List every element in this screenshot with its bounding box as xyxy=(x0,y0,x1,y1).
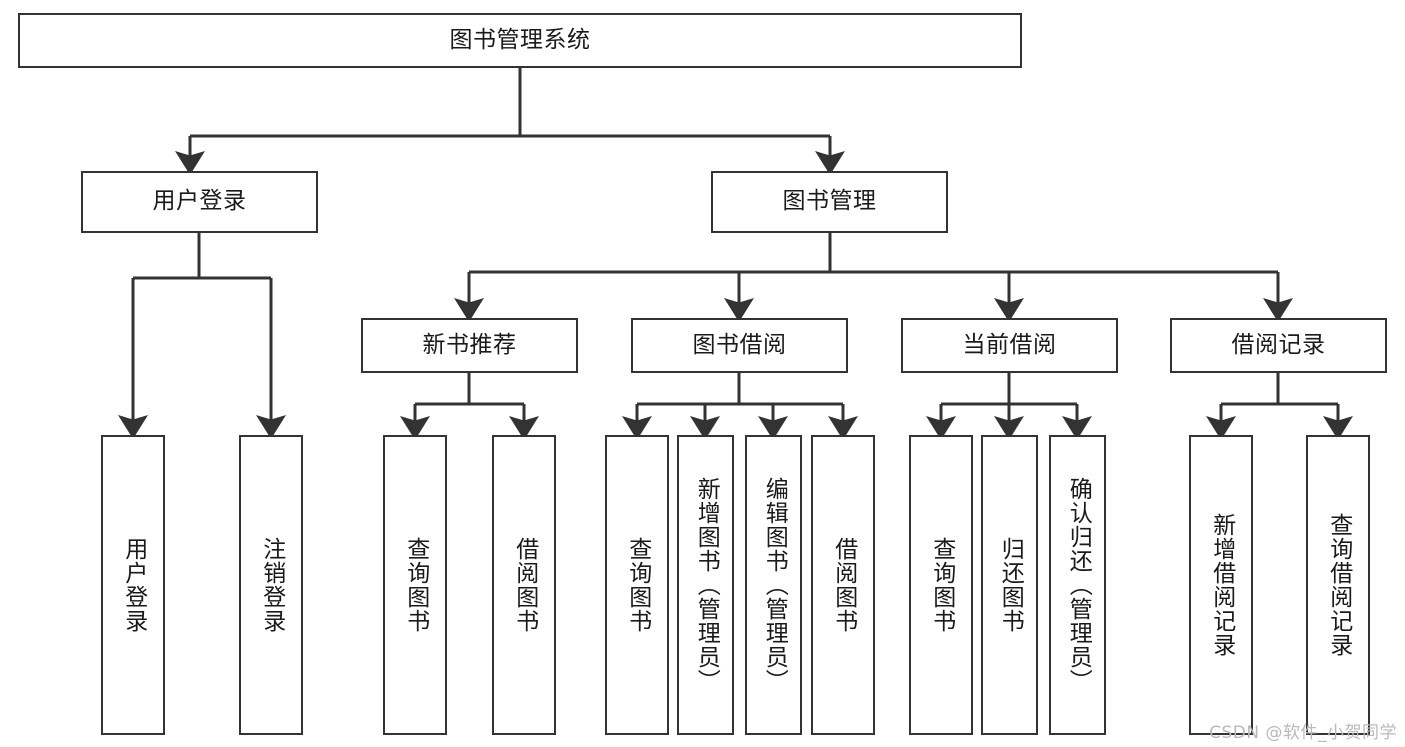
node-new-book-recommend[interactable]: 新书推荐 xyxy=(361,318,578,373)
node-label: 注销登录 xyxy=(258,537,285,633)
node-label: 新书推荐 xyxy=(422,331,517,358)
node-label: 确认归还（管理员） xyxy=(1065,477,1092,693)
node-label: 图书借阅 xyxy=(692,331,787,358)
node-leaf-confirm-return[interactable]: 确认归还（管理员） xyxy=(1049,435,1106,735)
node-book-borrow[interactable]: 图书借阅 xyxy=(631,318,848,373)
node-leaf-query-book-1[interactable]: 查询图书 xyxy=(383,435,447,735)
csdn-watermark: CSDN @软件_小贺同学 xyxy=(1209,723,1397,743)
node-label: 借阅图书 xyxy=(830,537,857,633)
node-leaf-borrow-book-1[interactable]: 借阅图书 xyxy=(492,435,556,735)
node-label: 新增图书（管理员） xyxy=(693,477,720,693)
node-label: 编辑图书（管理员） xyxy=(761,477,788,693)
node-label: 归还图书 xyxy=(997,537,1024,633)
node-leaf-logout-login[interactable]: 注销登录 xyxy=(239,435,303,735)
node-leaf-edit-book[interactable]: 编辑图书（管理员） xyxy=(745,435,802,735)
node-label: 借阅记录 xyxy=(1231,331,1326,358)
node-system-root[interactable]: 图书管理系统 xyxy=(18,13,1022,68)
node-leaf-add-book[interactable]: 新增图书（管理员） xyxy=(677,435,734,735)
node-label: 新增借阅记录 xyxy=(1208,513,1235,657)
node-leaf-borrow-book-2[interactable]: 借阅图书 xyxy=(811,435,875,735)
node-label: 查询图书 xyxy=(624,537,651,633)
node-borrow-record[interactable]: 借阅记录 xyxy=(1170,318,1387,373)
node-label: 用户登录 xyxy=(152,188,247,215)
node-leaf-user-login[interactable]: 用户登录 xyxy=(101,435,165,735)
node-label: 借阅图书 xyxy=(511,537,538,633)
node-leaf-query-book-2[interactable]: 查询图书 xyxy=(605,435,669,735)
node-user-login[interactable]: 用户登录 xyxy=(81,171,318,233)
node-book-management[interactable]: 图书管理 xyxy=(711,171,948,233)
node-label: 当前借阅 xyxy=(962,331,1057,358)
node-label: 用户登录 xyxy=(120,537,147,633)
node-label: 查询图书 xyxy=(928,537,955,633)
node-current-borrow[interactable]: 当前借阅 xyxy=(901,318,1118,373)
node-leaf-query-book-3[interactable]: 查询图书 xyxy=(909,435,973,735)
node-label: 查询图书 xyxy=(402,537,429,633)
node-leaf-query-record[interactable]: 查询借阅记录 xyxy=(1306,435,1370,735)
node-label: 图书管理 xyxy=(782,188,877,215)
node-label: 查询借阅记录 xyxy=(1325,513,1352,657)
node-leaf-return-book[interactable]: 归还图书 xyxy=(981,435,1038,735)
node-leaf-add-record[interactable]: 新增借阅记录 xyxy=(1189,435,1253,735)
node-label: 图书管理系统 xyxy=(449,26,591,53)
